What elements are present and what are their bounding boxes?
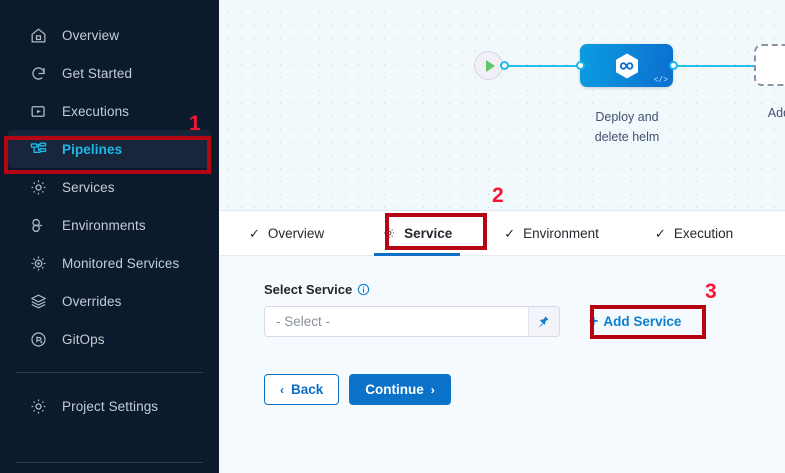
sidebar-item-label: Executions [62, 103, 130, 119]
gitops-icon [28, 329, 48, 349]
environments-icon [28, 215, 48, 235]
plus-icon: + [589, 312, 599, 330]
sidebar-item-environments[interactable]: Environments [8, 206, 211, 244]
tab-label: Execution [673, 225, 734, 241]
gear-icon [28, 177, 48, 197]
sidebar-item-label: Get Started [62, 65, 133, 81]
tab-overview[interactable]: ✓ Overview [241, 211, 332, 256]
home-icon [28, 25, 48, 45]
sidebar-item-label: Pipelines [62, 141, 123, 157]
sidebar-item-label: Overrides [62, 293, 122, 309]
continue-button[interactable]: Continue › [349, 374, 451, 405]
sidebar-item-get-started[interactable]: Get Started [8, 54, 211, 92]
gear-icon [28, 396, 48, 416]
select-service-control[interactable]: - Select - [264, 306, 560, 337]
connector-line [503, 65, 585, 67]
port-dot[interactable] [669, 61, 678, 70]
connector-line [668, 65, 758, 67]
check-icon: ✓ [654, 225, 666, 241]
tab-execution[interactable]: ✓ Execution [647, 211, 741, 256]
add-stage-label: Add Stage [767, 106, 785, 120]
service-form: Select Service - Select - [219, 256, 785, 473]
select-service-label: Select Service [264, 282, 353, 297]
pipeline-canvas[interactable]: </> Deploy and delete helm + Add Stage [219, 0, 785, 211]
tab-environment[interactable]: ✓ Environment [496, 211, 607, 256]
add-stage-button[interactable]: + [754, 44, 785, 86]
port-dot[interactable] [500, 61, 509, 70]
code-badge-icon: </> [653, 76, 668, 85]
sidebar-item-label: Monitored Services [62, 255, 180, 271]
executions-icon [28, 101, 48, 121]
back-button-label: Back [291, 382, 324, 397]
add-service-button[interactable]: + Add Service [589, 312, 682, 330]
sidebar: Overview Get Started Executions [0, 0, 219, 473]
info-icon[interactable] [357, 283, 370, 296]
sidebar-item-label: Services [62, 179, 115, 195]
port-dot[interactable] [576, 61, 585, 70]
stage-label-line1: Deploy and [595, 110, 659, 124]
sidebar-item-label: Overview [62, 27, 120, 43]
tab-label: Overview [267, 225, 325, 241]
check-icon: ✓ [504, 225, 516, 241]
sidebar-item-overrides[interactable]: Overrides [8, 282, 211, 320]
select-service-row: - Select - + Add Service [264, 306, 785, 337]
tab-active-underline [374, 252, 461, 256]
main-panel: </> Deploy and delete helm + Add Stage ✓… [219, 0, 785, 473]
stage-tabs: ✓ Overview Service ✓ Environment ✓ [219, 211, 785, 256]
sidebar-item-label: Environments [62, 217, 146, 233]
chevron-right-icon: › [430, 382, 435, 397]
select-service-input[interactable]: - Select - [265, 307, 529, 336]
stage-label-line2: delete helm [594, 130, 660, 144]
sidebar-nav: Overview Get Started Executions [0, 16, 219, 425]
get-started-icon [28, 63, 48, 83]
sidebar-bottom-divider [16, 462, 203, 463]
sidebar-item-project-settings[interactable]: Project Settings [8, 387, 211, 425]
sidebar-item-label: Project Settings [62, 398, 159, 414]
pin-button[interactable] [529, 307, 559, 336]
sidebar-item-pipelines[interactable]: Pipelines [8, 130, 211, 168]
tab-label: Environment [523, 225, 599, 241]
sidebar-item-services[interactable]: Services [8, 168, 211, 206]
pin-icon [537, 315, 551, 329]
tab-label: Service [404, 225, 453, 241]
sidebar-item-monitored-services[interactable]: Monitored Services [8, 244, 211, 282]
tab-service[interactable]: Service [374, 211, 461, 256]
pipeline-stage-node[interactable]: </> [580, 44, 673, 87]
pipeline-start-node[interactable] [474, 51, 503, 80]
gear-icon [382, 226, 396, 240]
pipelines-icon [28, 139, 48, 159]
play-icon [485, 59, 495, 72]
annotation-number-3: 3 [705, 280, 717, 303]
layers-icon [28, 291, 48, 311]
continue-button-label: Continue [365, 382, 424, 397]
select-service-label-row: Select Service [264, 282, 785, 297]
chevron-left-icon: ‹ [280, 382, 284, 397]
check-icon: ✓ [249, 225, 260, 241]
form-buttons: ‹ Back Continue › [264, 374, 785, 405]
add-service-label: Add Service [603, 314, 682, 329]
sidebar-item-executions[interactable]: Executions [8, 92, 211, 130]
sidebar-item-gitops[interactable]: GitOps [8, 320, 211, 358]
annotation-number-2: 2 [492, 184, 504, 207]
back-button[interactable]: ‹ Back [264, 374, 340, 405]
monitored-gear-icon [28, 253, 48, 273]
sidebar-divider [16, 372, 203, 373]
stage-label: Deploy and delete helm [559, 107, 695, 147]
helm-hexagon-icon [614, 52, 640, 80]
sidebar-item-label: GitOps [62, 331, 105, 347]
sidebar-item-overview[interactable]: Overview [8, 16, 211, 54]
annotation-number-1: 1 [189, 112, 201, 135]
